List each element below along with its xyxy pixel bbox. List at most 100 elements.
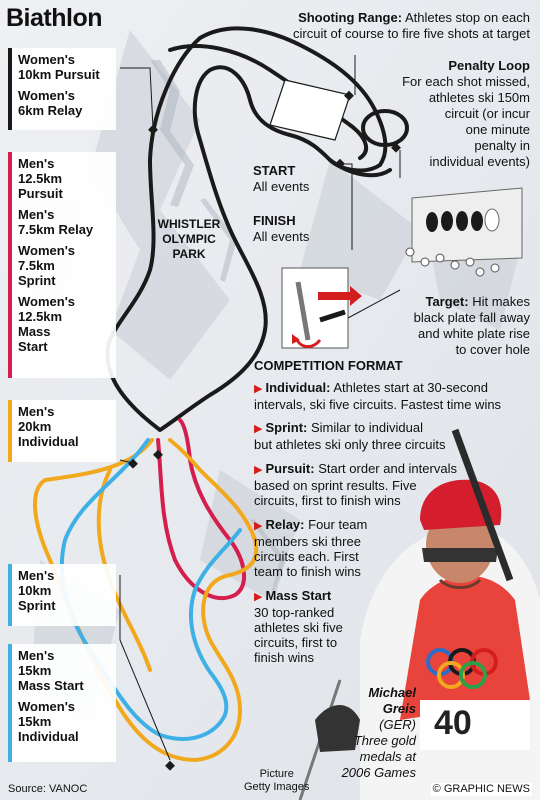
start-head: START <box>253 163 296 178</box>
event-line: Pursuit <box>18 186 63 201</box>
format-line: Start order and intervals <box>318 461 457 476</box>
event-entry: Women's 6km Relay <box>18 88 110 118</box>
format-line: athletes ski five <box>254 620 343 635</box>
park-label-line2: OLYMPIC <box>162 232 216 246</box>
event-group-orange: Men's 20km Individual <box>8 400 116 462</box>
blue-course <box>59 438 242 741</box>
shooting-range-line1: Athletes stop on each <box>404 10 530 25</box>
penalty-loop-line: For each shot missed, <box>402 74 530 89</box>
event-entry: Men's 7.5km Relay <box>18 207 110 237</box>
athlete-country: (GER) <box>379 717 416 732</box>
format-name: Individual: <box>265 380 331 395</box>
format-name: Pursuit: <box>265 461 315 476</box>
event-group-blue-2: Men's 15km Mass Start Women's 15km Indiv… <box>8 644 116 762</box>
penalty-loop-line: one minute <box>465 122 530 137</box>
event-line: 20km <box>18 419 52 434</box>
event-entry: Men's 10km Sprint <box>18 568 110 613</box>
target-mechanism-inset <box>281 267 401 349</box>
format-line: circuits, first to <box>254 635 338 650</box>
event-entry: Men's 12.5km Pursuit <box>18 156 110 201</box>
event-line: Men's <box>18 404 55 419</box>
format-line: circuits each. First <box>254 549 359 564</box>
bullet-triangle-icon: ▶ <box>254 383 263 395</box>
event-line: Start <box>18 339 48 354</box>
penalty-loop-line: circuit (or incur <box>444 106 530 121</box>
event-line: Mass <box>18 324 51 339</box>
target-line: Hit makes <box>472 294 530 309</box>
event-entry: Women's 15km Individual <box>18 699 110 744</box>
bullet-triangle-icon: ▶ <box>254 520 263 532</box>
target-line: and white plate rise <box>417 326 530 341</box>
park-label-line1: WHISTLER <box>157 217 221 231</box>
event-line: Men's <box>18 156 55 171</box>
event-entry: Men's 20km Individual <box>18 404 110 449</box>
event-line: Women's <box>18 699 76 714</box>
event-line: 10km <box>18 583 52 598</box>
event-line: Men's <box>18 648 55 663</box>
event-entry: Women's 7.5km Sprint <box>18 243 110 288</box>
format-line: finish wins <box>254 650 314 665</box>
event-entry: Women's 10km Pursuit <box>18 52 110 82</box>
event-line: 10km Pursuit <box>18 67 100 82</box>
event-entry: Men's 15km Mass Start <box>18 648 110 693</box>
event-line: 7.5km Relay <box>18 222 94 237</box>
ridge-lines <box>150 60 286 592</box>
format-pursuit: ▶Pursuit: Start order and intervals base… <box>254 461 504 508</box>
event-line: Individual <box>18 434 79 449</box>
event-line: Sprint <box>18 273 56 288</box>
format-line: Similar to individual <box>310 420 423 435</box>
copyright: © GRAPHIC NEWS <box>430 783 532 796</box>
event-group-black: Women's 10km Pursuit Women's 6km Relay <box>8 48 116 130</box>
format-name: Relay: <box>265 517 305 532</box>
event-line: Men's <box>18 568 55 583</box>
event-line: 12.5km <box>18 171 63 186</box>
leader-lines <box>119 55 401 761</box>
format-individual: ▶Individual: Athletes start at 30-second… <box>254 380 534 412</box>
start-sub: All events <box>253 179 310 194</box>
athlete-caption: Michael Greis (GER) Three gold medals at… <box>316 685 416 781</box>
shooting-range-box <box>269 79 351 141</box>
course-markers <box>128 90 401 771</box>
penalty-loop-line: athletes ski 150m <box>428 90 530 105</box>
picture-credit-line2: Getty Images <box>244 781 310 793</box>
format-name: Mass Start <box>265 588 332 603</box>
athlete-name-line2: Greis <box>382 701 416 716</box>
penalty-loop-line: penalty in <box>474 138 530 153</box>
shooting-range-line2: circuit of course to fire five shots at … <box>293 26 530 41</box>
format-sprint: ▶Sprint: Similar to individual but athle… <box>254 420 534 452</box>
event-line: Women's <box>18 88 76 103</box>
event-group-blue-1: Men's 10km Sprint <box>8 564 116 626</box>
park-label: WHISTLER OLYMPIC PARK <box>148 217 230 262</box>
format-line: intervals, ski five circuits. Fastest ti… <box>254 397 502 412</box>
athlete-bib: 40 <box>434 704 472 742</box>
target-line: black plate fall away <box>413 310 530 325</box>
format-relay: ▶Relay: Four team members ski three circ… <box>254 517 404 579</box>
event-line: Women's <box>18 52 76 67</box>
picture-credit: Picture Getty Images <box>244 768 309 794</box>
target-head: Target: <box>425 294 469 309</box>
event-line: 12.5km <box>18 309 63 324</box>
penalty-loop <box>361 109 409 147</box>
finish-sub: All events <box>253 229 310 244</box>
bullet-triangle-icon: ▶ <box>254 423 263 435</box>
format-line: but athletes ski only three circuits <box>254 437 446 452</box>
format-line: based on sprint results. Five <box>254 478 417 493</box>
shooting-range-label: Shooting Range: Athletes stop on each ci… <box>240 10 530 42</box>
athlete-name-line1: Michael <box>368 685 416 700</box>
event-line: Sprint <box>18 598 56 613</box>
event-group-red: Men's 12.5km Pursuit Men's 7.5km Relay W… <box>8 152 116 378</box>
format-line: team to finish wins <box>254 564 361 579</box>
penalty-loop-line: individual events) <box>429 154 530 169</box>
athlete-caption-line: 2006 Games <box>341 765 416 780</box>
event-line: Mass Start <box>18 678 84 693</box>
format-line: Athletes start at 30-second <box>333 380 489 395</box>
target-label: Target: Hit makes black plate fall away … <box>360 294 530 358</box>
event-line: Women's <box>18 294 76 309</box>
event-line: 6km Relay <box>18 103 83 118</box>
finish-head: FINISH <box>253 213 296 228</box>
page-title: Biathlon <box>6 4 103 32</box>
start-label: START All events <box>253 163 309 195</box>
format-line: 30 top-ranked <box>254 605 335 620</box>
event-entry: Women's 12.5km Mass Start <box>18 294 110 354</box>
event-line: Individual <box>18 729 79 744</box>
